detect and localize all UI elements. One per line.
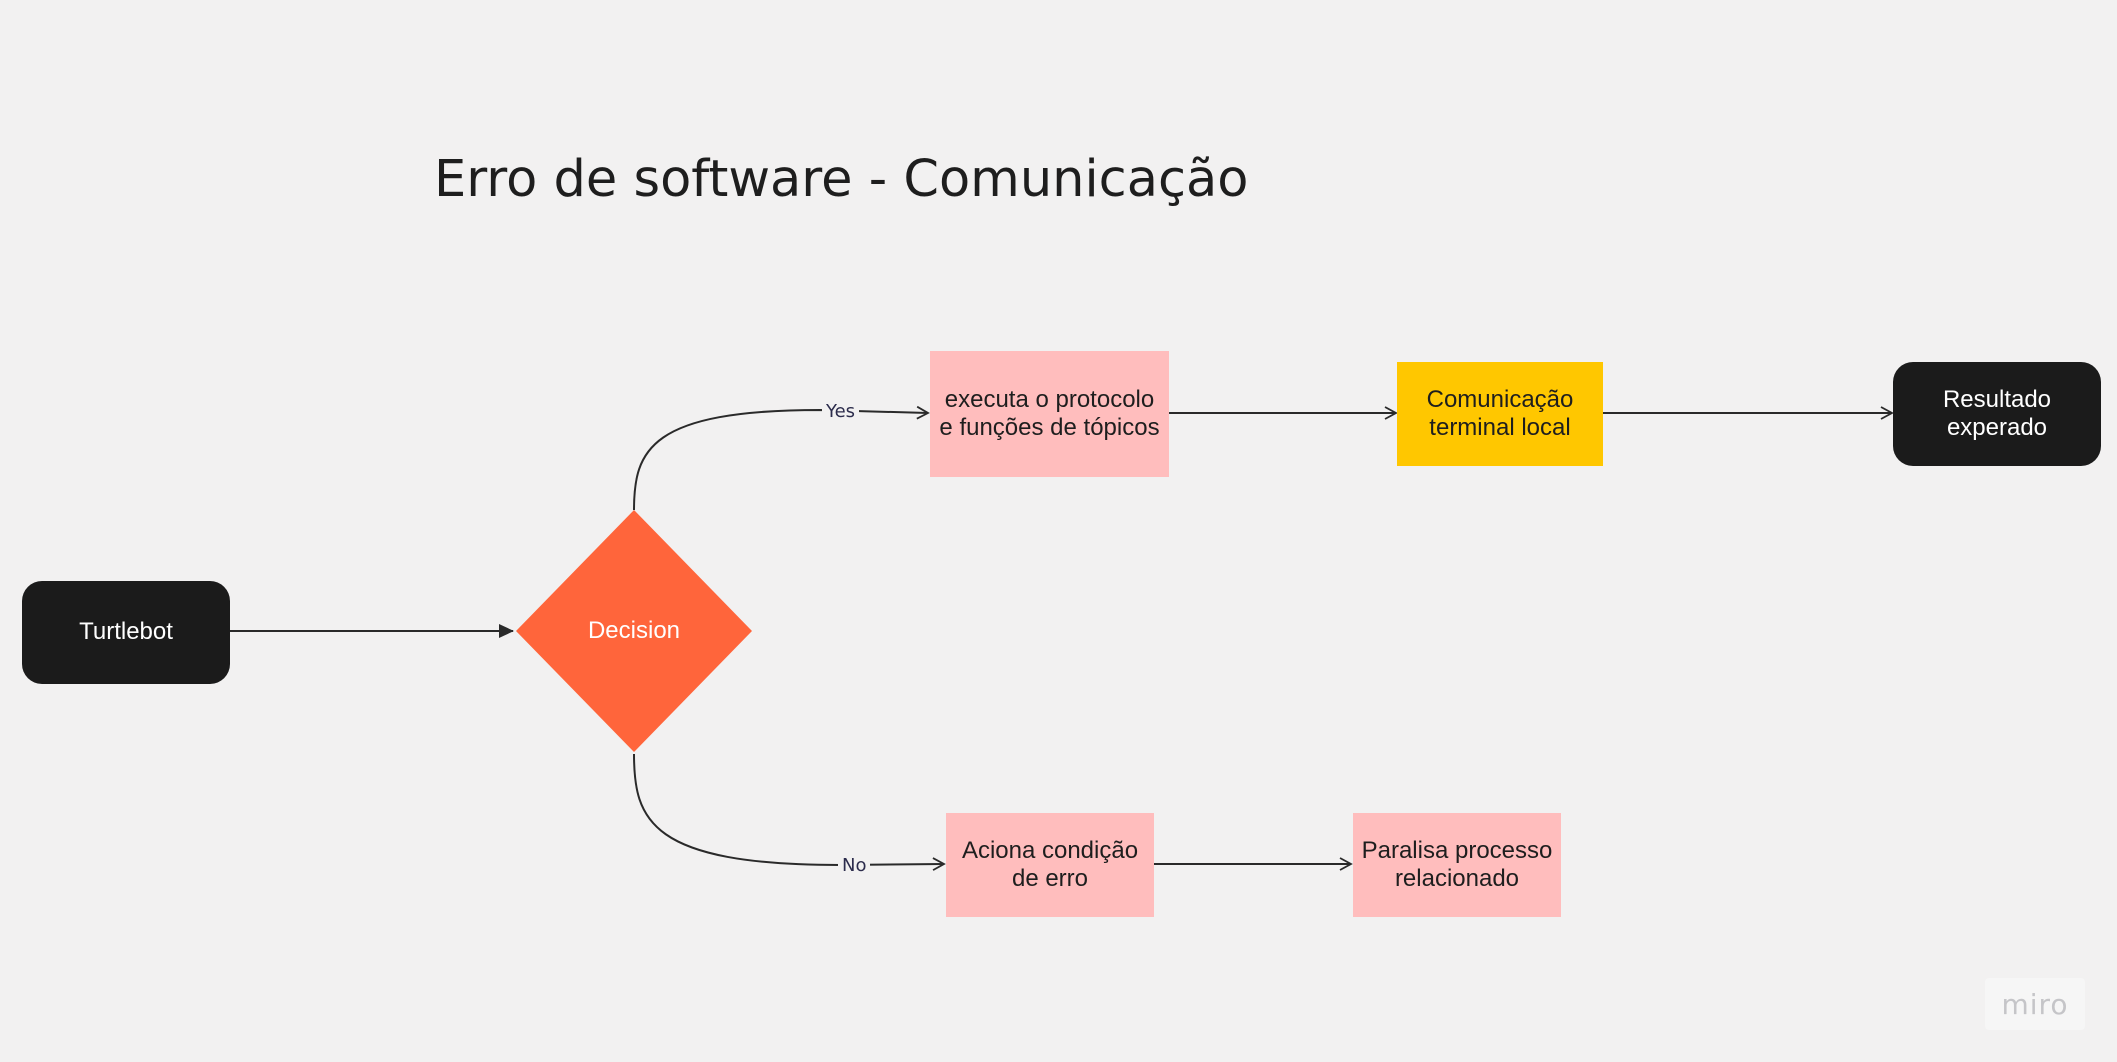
edge-label-yes: Yes: [822, 403, 860, 421]
node-aciona-condicao[interactable]: Aciona condição de erro: [946, 813, 1154, 917]
connector-decision-no[interactable]: [633, 753, 946, 871]
node-executa-protocolo[interactable]: executa o protocolo e funções de tópicos: [930, 351, 1169, 477]
node-comunicacao-terminal[interactable]: Comunicação terminal local: [1397, 362, 1603, 466]
node-paralisa-processo[interactable]: Paralisa processo relacionado: [1353, 813, 1561, 917]
node-turtlebot[interactable]: Turtlebot: [22, 581, 230, 684]
node-decision-label: Decision: [587, 617, 681, 644]
connector-decision-yes[interactable]: [633, 405, 930, 511]
miro-logo: miro: [1985, 978, 2085, 1030]
decision-diamond-shape[interactable]: [516, 510, 752, 752]
node-resultado-experado[interactable]: Resultado experado: [1893, 362, 2101, 466]
edge-label-no: No: [838, 857, 871, 875]
diagram-title[interactable]: Erro de software - Comunicação: [434, 150, 1249, 209]
